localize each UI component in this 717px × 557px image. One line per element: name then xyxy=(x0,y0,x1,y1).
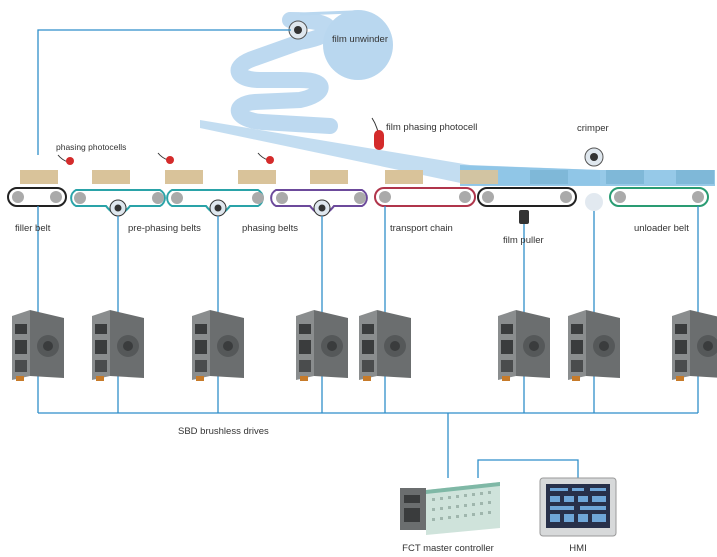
touch-panel-icon xyxy=(539,477,617,537)
fct-master-controller-label: FCT master controller xyxy=(402,543,494,554)
hmi-label: HMI xyxy=(569,543,587,554)
transport-chain-label: transport chain xyxy=(390,223,453,234)
film-feed-roller xyxy=(288,20,308,40)
crimper-label: crimper xyxy=(577,123,609,134)
servo-drive-icon xyxy=(12,310,64,381)
servo-drive-icon xyxy=(568,310,620,381)
film-unwinder-label: film unwinder xyxy=(332,34,388,45)
film-phasing-photocell-label: film phasing photocell xyxy=(386,122,478,133)
products xyxy=(20,170,714,184)
film-puller-belt xyxy=(477,187,577,224)
film-puller-label: film puller xyxy=(503,235,544,246)
plc-icon xyxy=(400,482,500,535)
sbd-drives xyxy=(12,310,717,381)
transport-chain xyxy=(374,187,476,207)
wiring-drives xyxy=(37,206,699,478)
servo-drive-icon xyxy=(498,310,550,381)
servo-drive-icon xyxy=(92,310,144,381)
sbd-drives-label: SBD brushless drives xyxy=(178,426,269,437)
pre-phasing-belts xyxy=(70,189,264,217)
servo-drive-icon xyxy=(672,310,717,381)
pre-phasing-belts-label: pre-phasing belts xyxy=(128,223,201,234)
film-path xyxy=(200,10,715,186)
phasing-belts xyxy=(270,189,368,217)
film-festoon xyxy=(230,12,338,134)
sensor-icon xyxy=(57,152,274,165)
unloader-belt xyxy=(609,187,709,207)
unloader-belt-label: unloader belt xyxy=(634,223,689,234)
crimper xyxy=(584,147,604,300)
wiring-top xyxy=(37,29,291,155)
servo-drive-icon xyxy=(192,310,244,381)
servo-drive-icon xyxy=(296,310,348,381)
film-unwinder-roll xyxy=(323,10,393,80)
servo-drive-icon xyxy=(359,310,411,381)
film-unwinder-feed xyxy=(299,10,353,16)
filler-belt-label: filler belt xyxy=(15,223,51,234)
filler-belt xyxy=(7,187,67,207)
phasing-photocells-label: phasing photocells xyxy=(56,142,127,152)
phasing-belts-label: phasing belts xyxy=(242,223,298,234)
film-phasing-photocell xyxy=(371,117,384,150)
